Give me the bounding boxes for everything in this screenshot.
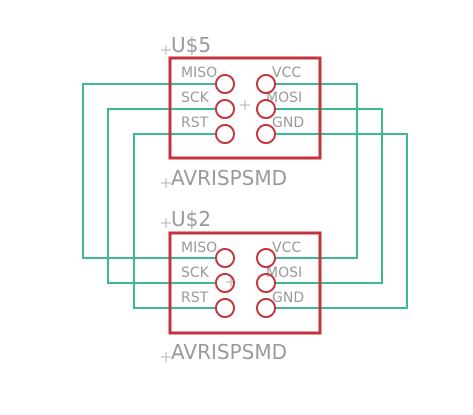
pin-pad-miso[interactable] bbox=[215, 74, 235, 94]
pin-label-vcc: VCC bbox=[272, 65, 301, 81]
pin-pad-mosi[interactable] bbox=[256, 273, 276, 293]
origin-mark-center bbox=[240, 100, 250, 110]
part-name: U$2 bbox=[171, 207, 211, 231]
pin-pad-gnd[interactable] bbox=[256, 298, 276, 318]
pin-pad-sck[interactable] bbox=[215, 99, 235, 119]
pin-label-gnd: GND bbox=[272, 115, 304, 131]
origin-mark-name bbox=[161, 45, 171, 55]
part-outline bbox=[168, 56, 322, 160]
pin-label-rst: RST bbox=[181, 115, 209, 131]
pin-label-mosi: MOSI bbox=[266, 265, 302, 281]
pin-label-sck: SCK bbox=[181, 265, 210, 281]
pin-pad-rst[interactable] bbox=[215, 124, 235, 144]
pin-label-vcc: VCC bbox=[272, 240, 301, 256]
pin-label-miso: MISO bbox=[181, 65, 217, 81]
part-value: AVRISPSMD bbox=[171, 340, 287, 364]
origin-mark-value bbox=[161, 352, 171, 362]
part-name: U$5 bbox=[171, 33, 211, 57]
pin-pad-rst[interactable] bbox=[215, 298, 235, 318]
part-outline bbox=[168, 231, 322, 335]
wire-sck[interactable] bbox=[107, 108, 215, 284]
pin-pad-vcc[interactable] bbox=[256, 74, 276, 94]
wire-rst[interactable] bbox=[133, 133, 215, 309]
pin-label-mosi: MOSI bbox=[266, 90, 302, 106]
wires bbox=[82, 83, 408, 309]
wire-vcc[interactable] bbox=[275, 83, 358, 259]
pin-pad-sck[interactable] bbox=[215, 273, 235, 293]
pin-pad-gnd[interactable] bbox=[256, 124, 276, 144]
part-value: AVRISPSMD bbox=[171, 166, 287, 190]
pin-pad-mosi[interactable] bbox=[256, 99, 276, 119]
pin-label-sck: SCK bbox=[181, 90, 210, 106]
wire-gnd[interactable] bbox=[275, 133, 408, 309]
pin-label-miso: MISO bbox=[181, 240, 217, 256]
origin-mark-value bbox=[161, 178, 171, 188]
part-u2[interactable]: U$2 MISO SCK RST VCC MOSI GND AVRISPSMD bbox=[161, 207, 322, 364]
pin-pad-miso[interactable] bbox=[215, 248, 235, 268]
wire-mosi[interactable] bbox=[275, 108, 383, 284]
origin-mark-name bbox=[161, 218, 171, 228]
pin-pad-vcc[interactable] bbox=[256, 248, 276, 268]
pin-label-gnd: GND bbox=[272, 290, 304, 306]
wire-miso[interactable] bbox=[82, 83, 215, 259]
pin-label-rst: RST bbox=[181, 290, 209, 306]
part-u5[interactable]: U$5 MISO SCK RST VCC MOSI GND AVRISPSMD bbox=[161, 33, 322, 190]
